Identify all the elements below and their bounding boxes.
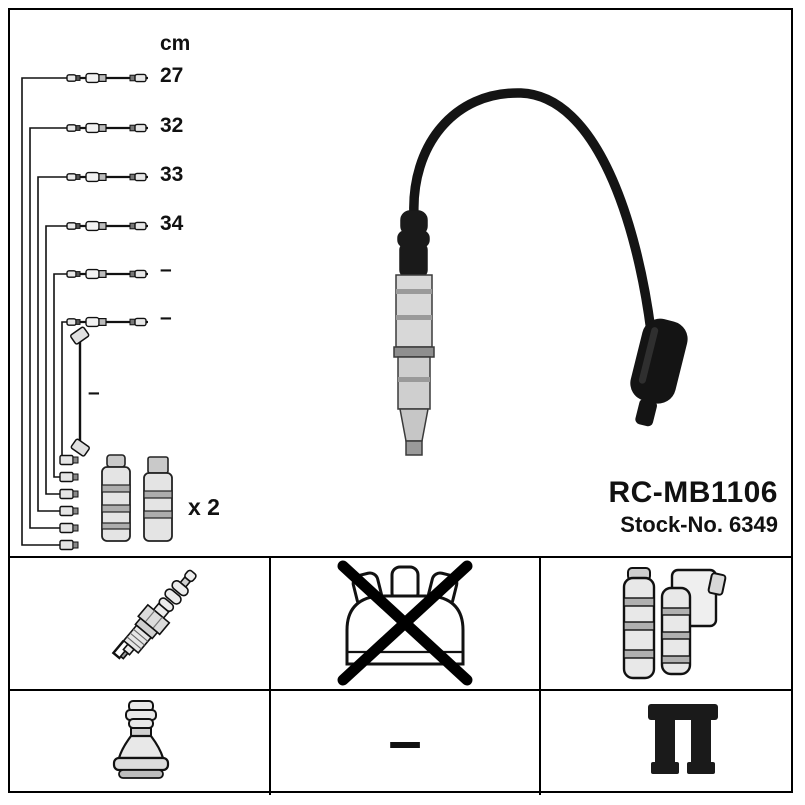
grid-line-horizontal-1 [8,556,793,558]
coil-wire-length-label: – [88,381,100,404]
grid-line-horizontal-2 [8,689,793,691]
distributor-cap-crossed-icon [337,560,473,686]
grid-line-vertical-2 [539,556,541,795]
cable-drawing [66,122,150,134]
boot-quantity-label: x 2 [188,494,220,520]
spark-plug-icon [111,569,197,660]
cable-drawing [66,316,150,328]
coil-connector-end [630,318,688,427]
wire-length-label: – [160,258,172,281]
ignition-cable-illustration [393,88,688,456]
harness-lines [21,77,67,546]
wire-length-label: 32 [160,114,184,137]
wire-length-label: 27 [160,64,184,87]
cable-drawing [66,171,150,183]
coil-boots-icon [101,454,173,542]
wire-harness-schematic [21,72,150,551]
terminal-stack [59,454,79,551]
wire-length-label: 33 [160,163,184,186]
cable-curve [409,88,656,336]
plug-boot-icon [112,700,170,779]
cable-drawing [66,220,150,232]
stock-number: Stock-No. 6349 [620,512,778,537]
cable-drawing [66,268,150,280]
part-code: RC-MB1106 [608,476,778,509]
grid-line-vertical-1 [269,556,271,795]
cable-drawing [66,72,150,84]
wire-length-label: 34 [160,212,184,235]
unit-header: cm [160,32,191,55]
outer-border [8,8,793,793]
coil-wire-drawing [70,326,90,457]
legend-dash: – [388,706,422,774]
wire-length-label: – [160,306,172,329]
cross-out-x [337,560,473,686]
coil-connector-icon [648,704,718,774]
ignition-coil-icon [622,567,727,680]
plug-boot-end [393,210,435,456]
